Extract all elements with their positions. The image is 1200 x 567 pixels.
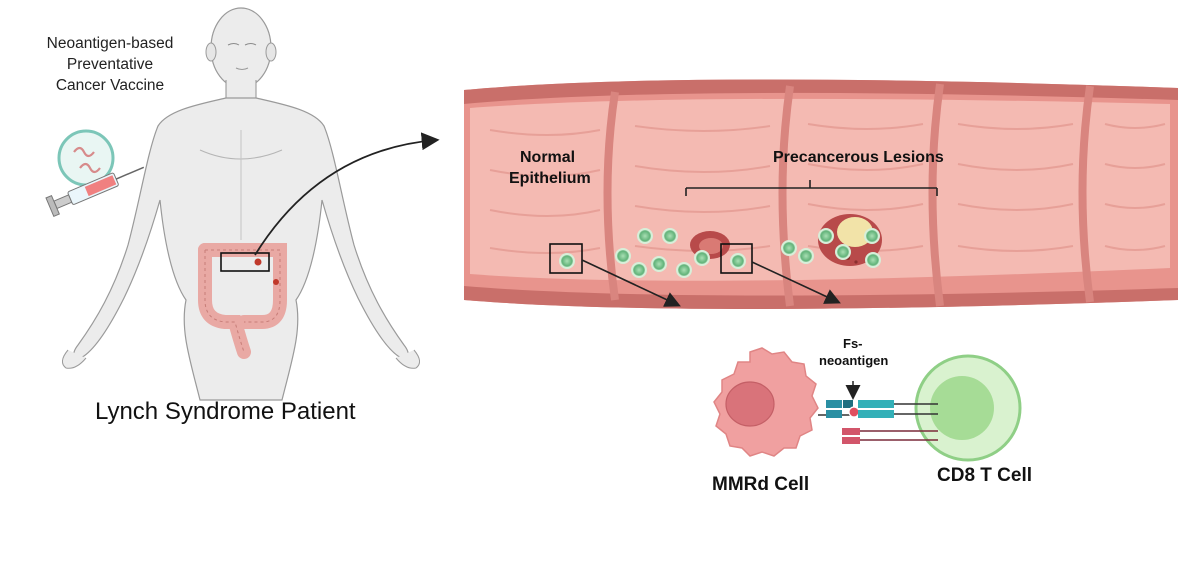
normal-epithelium-line1: Normal xyxy=(520,149,576,166)
zoom-arrow xyxy=(254,132,440,256)
normal-arrow xyxy=(581,259,681,307)
lesion-arrow xyxy=(751,261,841,304)
fs-neoantigen-line2: neoantigen xyxy=(819,353,889,368)
colon-section xyxy=(464,79,1178,309)
immune-cells xyxy=(559,228,881,278)
cd8-t-cell-label: CD8 T Cell xyxy=(937,465,1033,486)
lesion-large xyxy=(818,214,882,266)
cd8-t-cell xyxy=(914,354,1022,462)
syringe-icon xyxy=(45,166,145,218)
colon-zoom-box xyxy=(220,252,270,272)
patient-caption: Lynch Syndrome Patient xyxy=(95,398,356,425)
lesions-bracket xyxy=(685,180,938,196)
vaccine-label-line1: Neoantigen-based xyxy=(46,35,174,52)
mmrd-cell xyxy=(713,347,819,457)
vaccine-label-line2: Preventative xyxy=(66,56,154,73)
normal-zoom-box xyxy=(549,243,583,274)
lesion-zoom-box xyxy=(720,243,753,274)
precancerous-lesions-label: Precancerous Lesions xyxy=(773,149,944,166)
fs-neoantigen-line1: Fs- xyxy=(843,336,863,351)
tcr-mhc-complex xyxy=(818,381,938,444)
mmrd-cell-label: MMRd Cell xyxy=(712,474,810,495)
normal-epithelium-line2: Epithelium xyxy=(509,170,591,187)
patient-colon xyxy=(198,243,287,359)
vaccine-label-line3: Cancer Vaccine xyxy=(55,77,165,94)
